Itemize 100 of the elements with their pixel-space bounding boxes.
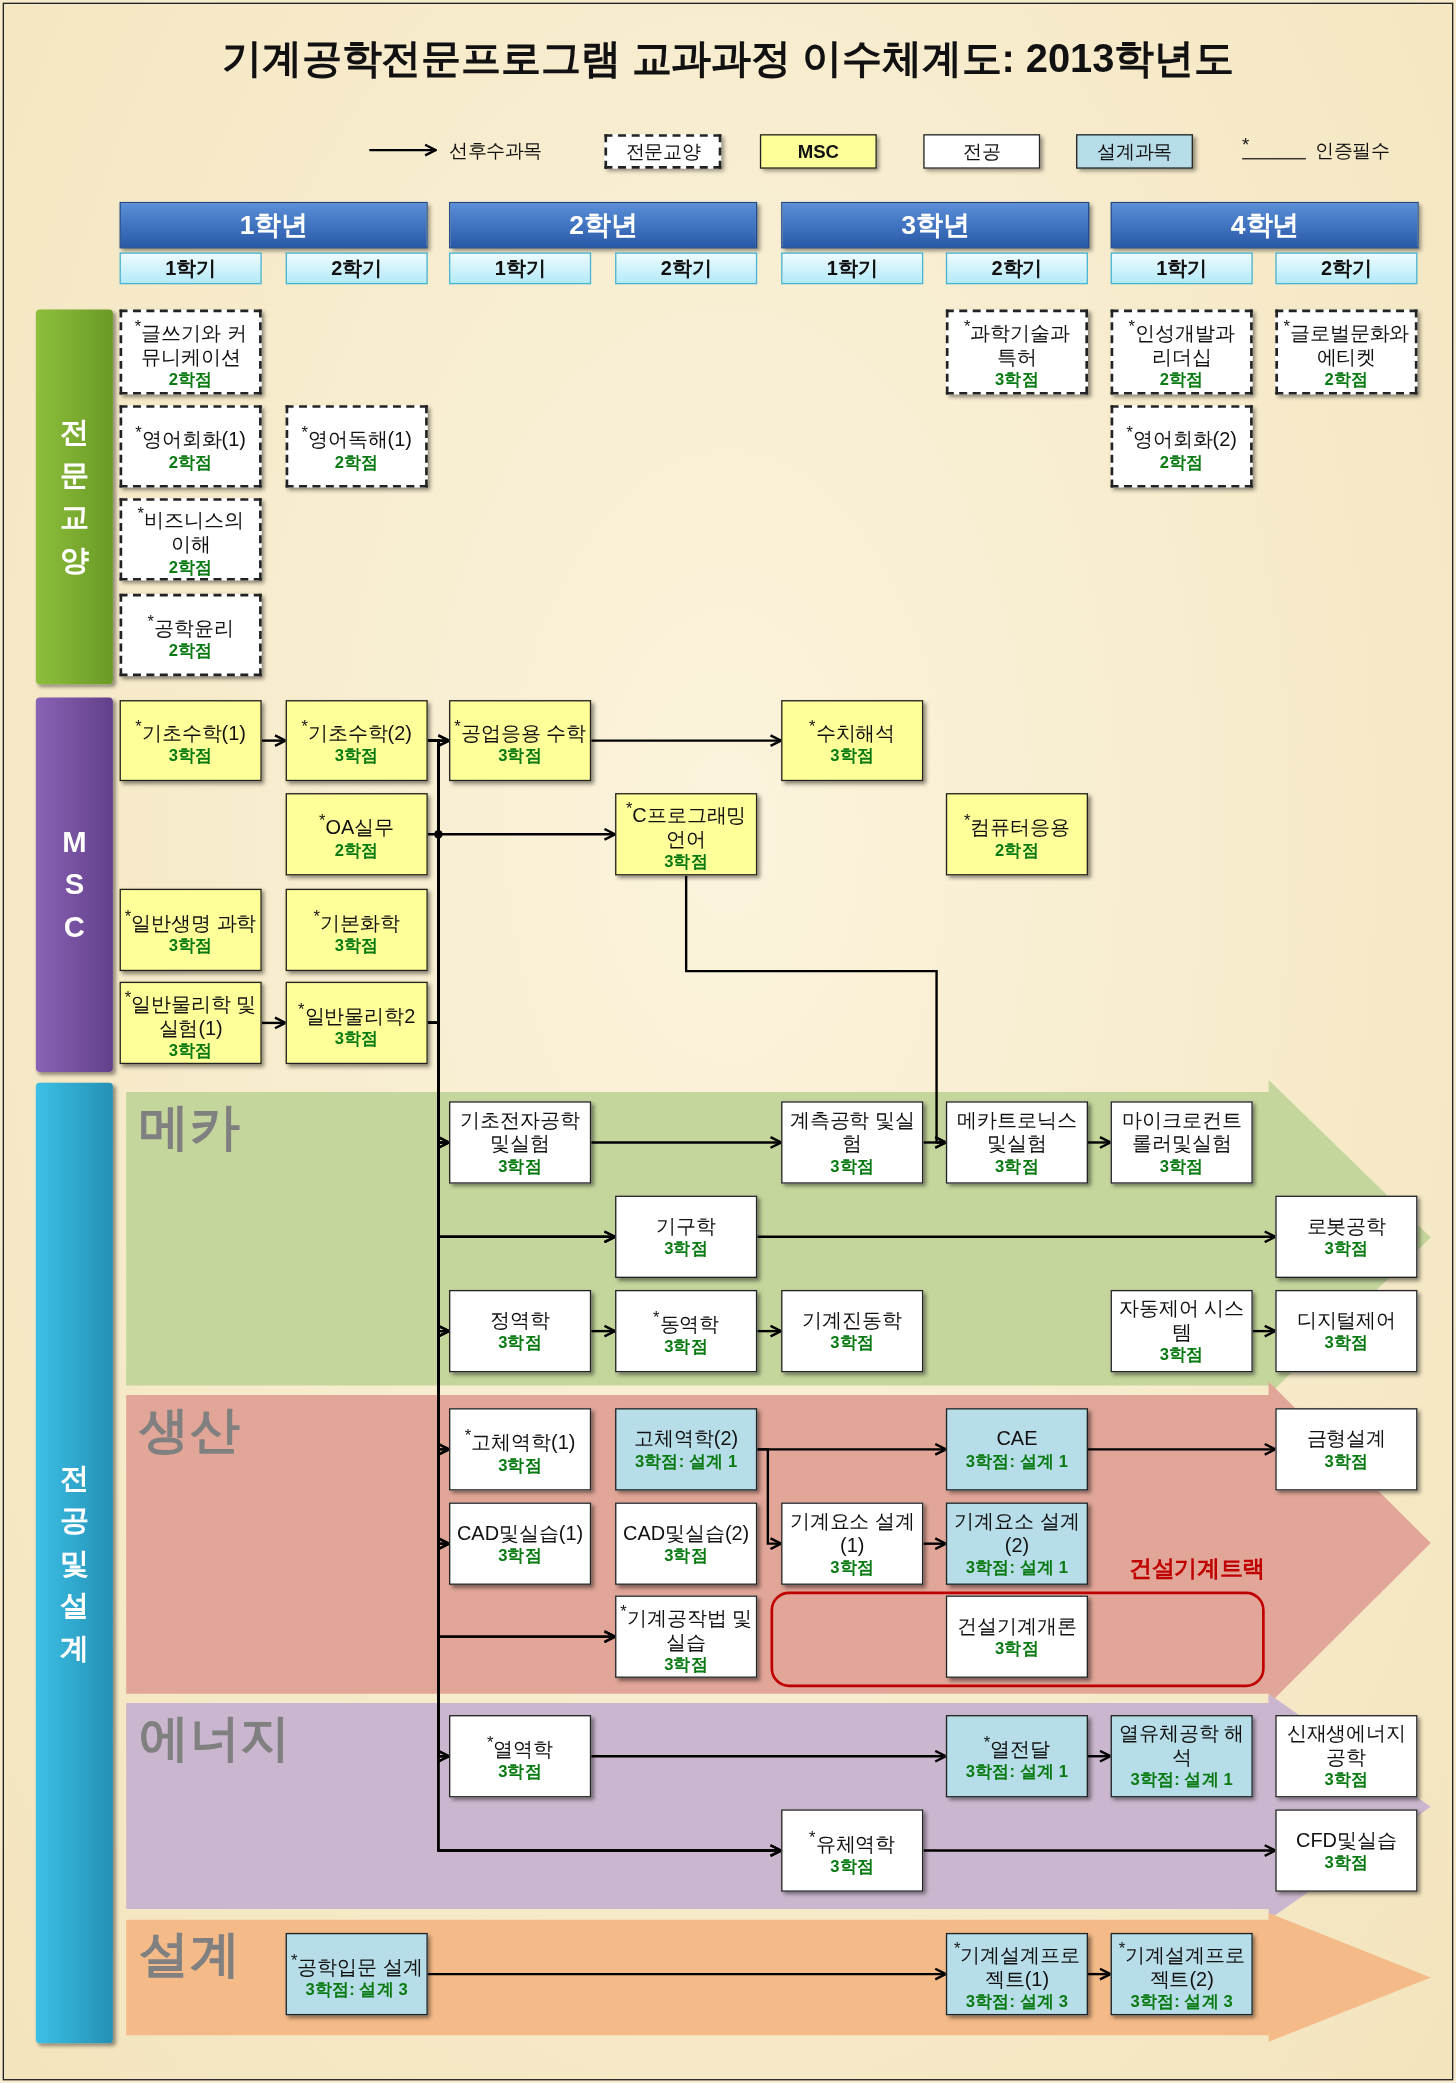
credit-label: 3학점: 설계 1 [965, 1451, 1069, 1472]
course-box [1110, 1101, 1253, 1184]
course-box [945, 1595, 1088, 1678]
category-label: 전문교양 [58, 414, 90, 579]
course-title: 자동제어 시스템 [1118, 1296, 1246, 1345]
category-bar [35, 1082, 113, 2044]
course-box [945, 1932, 1088, 2016]
credit-label: 3학점 [498, 1454, 542, 1476]
credit-label: 3학점 [168, 745, 213, 767]
arrow [427, 1021, 783, 1858]
credit-label: 3학점: 설계 3 [305, 1979, 408, 2000]
credit-label: 3학점 [1324, 1451, 1369, 1472]
course-title: $^{*}$영어독해(1) [301, 422, 412, 451]
course-title: 정역학 [490, 1308, 550, 1333]
course-box [449, 1101, 592, 1184]
course-title: 기계진동학 [802, 1308, 903, 1333]
credit-label: 3학점: 설계 1 [965, 1557, 1069, 1579]
credit-label: 3학점 [498, 1761, 542, 1783]
legend-label: 인증필수 [1315, 138, 1390, 163]
credit-label: 3학점 [664, 1238, 709, 1260]
course-box [285, 700, 428, 782]
credit-label: 3학점 [334, 934, 379, 956]
category-bar [35, 697, 113, 1073]
track-label: 생산 [139, 1400, 241, 1459]
course-box [119, 888, 262, 972]
course-box [781, 700, 924, 782]
credit-label: 3학점 [664, 1653, 709, 1675]
credit-label: 3학점 [830, 1557, 875, 1579]
legend-label: MSC [797, 139, 839, 164]
legend-label: 선후수과목 [449, 138, 542, 163]
category-bar [35, 309, 113, 685]
course-title: 고체역학(2) [634, 1426, 739, 1451]
course-box [119, 405, 262, 488]
course-box [945, 1101, 1088, 1184]
course-box [449, 1502, 592, 1585]
course-box [945, 1408, 1088, 1491]
credit-label: 3학점: 설계 1 [965, 1761, 1069, 1783]
semester-header: 2학기 [945, 252, 1088, 285]
category-label: MSC [61, 824, 88, 946]
course-box [449, 700, 592, 782]
course-title: 디지털제어 [1296, 1308, 1397, 1333]
course-title: $^{*}$과학기술과 특허 [962, 315, 1071, 369]
course-title: 로봇공학 [1306, 1214, 1387, 1239]
year-header: 1학년 [119, 201, 428, 249]
course-title: $^{*}$일반생명 과학 [124, 905, 257, 935]
track-label: 메카 [139, 1097, 241, 1156]
course-box [615, 1289, 758, 1373]
course-box [1110, 1715, 1253, 1798]
credit-label: 3학점 [830, 1855, 875, 1877]
course-box [285, 405, 428, 488]
course-title: $^{*}$OA실무 [319, 810, 395, 839]
course-box [615, 1195, 758, 1278]
credit-label: 3학점 [995, 1638, 1039, 1660]
course-box [1275, 309, 1418, 395]
arrow [261, 1016, 287, 1030]
credit-label: 3학점 [168, 1039, 213, 1061]
credit-label: 2학점 [1159, 451, 1204, 473]
semester-header: 2학기 [285, 252, 428, 285]
semester-header: 1학기 [781, 252, 924, 285]
course-box [1275, 1809, 1418, 1892]
course-box [1275, 1289, 1418, 1373]
course-title: $^{*}$기초수학(2) [301, 716, 412, 746]
course-box [1275, 1408, 1418, 1491]
course-title: 금형설계 [1306, 1426, 1387, 1451]
course-title: 건설기계개론 [957, 1614, 1077, 1638]
arrow [923, 1135, 948, 1149]
arrow [427, 1967, 948, 1981]
credit-label: 3학점: 설계 1 [1130, 1769, 1233, 1791]
credit-label: 3학점 [1159, 1344, 1204, 1366]
legend-label: 전문교양 [625, 139, 701, 164]
course-box [285, 888, 428, 972]
course-box [781, 1101, 924, 1184]
course-title: $^{*}$글쓰기와 커뮤니케이션 [133, 315, 248, 369]
course-title: 열유체공학 해석 [1118, 1721, 1246, 1770]
credit-label: 2학점 [168, 369, 213, 390]
legend-label: 설계과목 [1097, 139, 1172, 164]
credit-label: 3학점 [1324, 1852, 1369, 1874]
credit-label: 3학점 [1159, 1156, 1204, 1177]
course-title: 마이크로컨트롤러및실험 [1120, 1107, 1243, 1156]
course-title: 기계요소 설계(2) [953, 1509, 1081, 1557]
arrow [591, 1135, 783, 1149]
course-title: $^{*}$수치해석 [809, 716, 896, 746]
legend-label: 전공 [963, 139, 1001, 164]
course-box [285, 981, 428, 1065]
arrow [1088, 1135, 1112, 1149]
course-box [1110, 1932, 1253, 2016]
course-title: $^{*}$공업응용 수학 [454, 716, 586, 746]
semester-header: 2학기 [615, 252, 758, 285]
course-title: $^{*}$기본화학 [313, 905, 400, 935]
credit-label: 2학점 [995, 839, 1039, 861]
track-title: 건설기계트랙 [1129, 1554, 1265, 1583]
credit-label: 3학점 [995, 1156, 1039, 1177]
course-title: $^{*}$일반물리학 및실험(1) [123, 986, 258, 1040]
course-box [1110, 1289, 1253, 1373]
credit-label: 3학점 [830, 1156, 875, 1177]
credit-label: 3학점 [498, 1156, 542, 1177]
credit-label: 3학점 [1324, 1332, 1369, 1354]
semester-header: 1학기 [449, 252, 592, 285]
credit-label: 3학점 [334, 745, 379, 767]
course-title: $^{*}$C프로그래밍 언어 [624, 798, 748, 851]
